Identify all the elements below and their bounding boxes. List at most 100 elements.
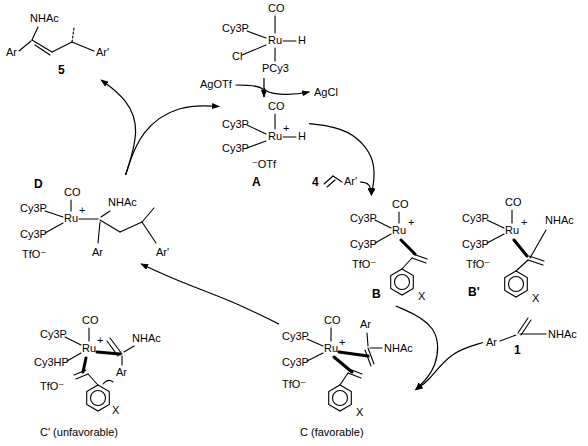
- atom-label: CO: [505, 196, 522, 209]
- bond-line: [500, 335, 516, 341]
- bond-line: [330, 328, 331, 341]
- atom-label: Ar: [116, 366, 127, 379]
- bond-line: [521, 320, 531, 335]
- atom-label: Cy3P: [40, 328, 67, 341]
- atom-label: Cy3HP: [34, 356, 69, 369]
- bond-line: [402, 258, 412, 269]
- atom-label: Cy3P: [282, 356, 309, 369]
- bond-line: [370, 347, 382, 348]
- atom-label: Cy3P: [20, 228, 47, 241]
- bond-line: [511, 210, 512, 223]
- bond-line: [348, 373, 361, 378]
- atom-label: Cy3P: [222, 22, 249, 35]
- atom-label: TfO⁻: [40, 380, 64, 393]
- bond-group: [19, 16, 546, 411]
- bond-line: [340, 373, 348, 385]
- bond-line: [530, 230, 546, 258]
- arene-circle: [91, 391, 106, 406]
- bond-line: [398, 212, 399, 223]
- atom-label: Cl: [232, 50, 242, 63]
- complex-structure: NHAcArAr'5: [3, 9, 112, 80]
- bond-line: [528, 260, 543, 265]
- bond-line: [120, 222, 142, 232]
- bond-line: [307, 339, 323, 346]
- complex-structure: DCOCy3PRu+NHAcCy3PTfO⁻ArAr': [17, 175, 172, 264]
- atom-label: X: [356, 406, 363, 419]
- atom-label: Ru: [268, 34, 282, 47]
- atom-label: X: [532, 292, 539, 305]
- eta-bond: [401, 240, 415, 254]
- atom-label: Ru: [392, 224, 406, 237]
- atom-label: NHAc: [545, 214, 574, 227]
- arene-ring: [391, 269, 414, 295]
- atom-label: Ar: [6, 46, 17, 59]
- compound-label: B': [468, 286, 480, 299]
- atom-label: +: [339, 336, 345, 349]
- reaction-arrow: [309, 124, 374, 195]
- bond-line: [88, 328, 89, 341]
- bond-line: [333, 176, 342, 182]
- bond-line: [274, 114, 275, 129]
- bond-line: [247, 125, 266, 134]
- bond-line: [487, 220, 504, 228]
- atom-label: Ar: [92, 246, 103, 259]
- arene-circle: [333, 391, 348, 406]
- compound-label: 5: [58, 64, 65, 77]
- bond-line: [101, 211, 110, 217]
- atom-label: Ar: [486, 336, 497, 349]
- bond-line: [247, 31, 266, 38]
- bond-line: [274, 48, 275, 61]
- atom-label: CO: [392, 198, 409, 211]
- atom-label: Cy3P: [222, 118, 249, 131]
- atom-label: Ar': [156, 246, 169, 259]
- atom-label: +: [283, 122, 289, 135]
- atom-label: Cy3P: [20, 202, 47, 215]
- complex-structure: COCy3PRuHClPCy3: [219, 0, 309, 78]
- atom-label: C' (unfavorable): [40, 426, 118, 439]
- atom-label: Ru: [82, 342, 96, 355]
- atom-label: X: [418, 290, 425, 303]
- compound-label: A: [252, 176, 261, 189]
- atom-label: Ar: [360, 318, 371, 331]
- eta-bond: [334, 357, 352, 372]
- bond-line: [375, 234, 391, 243]
- bond-line: [375, 220, 391, 228]
- atom-label: NHAc: [108, 196, 137, 209]
- arene-ring: [505, 271, 528, 297]
- complex-structure: COCy3PRuH+Cy3P⁻OTfA: [219, 97, 309, 192]
- atom-label: Ru: [268, 130, 282, 143]
- bond-line: [88, 374, 98, 385]
- reaction-arrow: [101, 80, 135, 175]
- complex-structure: Cy3PCORu+NHAcCy3HPArTfO⁻XC' (unfavorable…: [31, 311, 164, 442]
- bond-line: [142, 222, 156, 243]
- bond-line: [65, 337, 81, 345]
- complex-structure: Cy3PCORu+Cy3PTfO⁻NHAcXB': [459, 193, 577, 308]
- compound-label: 4: [312, 176, 319, 189]
- eta-bond: [339, 352, 368, 356]
- arene-circle: [509, 277, 524, 292]
- bond-line: [412, 258, 426, 263]
- atom-label: Ar': [96, 46, 109, 59]
- complex-structure: ArNHAc1: [483, 325, 580, 360]
- bond-line: [283, 136, 296, 137]
- bond-line: [72, 42, 94, 51]
- bond-line: [52, 42, 72, 52]
- bond-line: [487, 234, 504, 243]
- bond-line: [124, 346, 134, 352]
- reaction-arrow: [141, 264, 279, 324]
- bond-line: [70, 200, 71, 211]
- atom-label: Ar': [344, 175, 357, 188]
- atom-label: NHAc: [548, 328, 577, 341]
- steric-clash-mark: [103, 380, 113, 384]
- bond-line: [107, 341, 118, 356]
- atom-label: Ru: [505, 224, 519, 237]
- compound-label: D: [34, 178, 43, 191]
- atom-label: Cy3P: [282, 330, 309, 343]
- atom-label: +: [79, 204, 85, 217]
- bond-line: [274, 16, 275, 33]
- bond-line: [121, 356, 122, 365]
- bond-line: [520, 333, 546, 334]
- atom-label: Cy3P: [462, 238, 489, 251]
- atom-label: TfO⁻: [282, 378, 306, 391]
- atom-label: Cy3P: [350, 212, 377, 225]
